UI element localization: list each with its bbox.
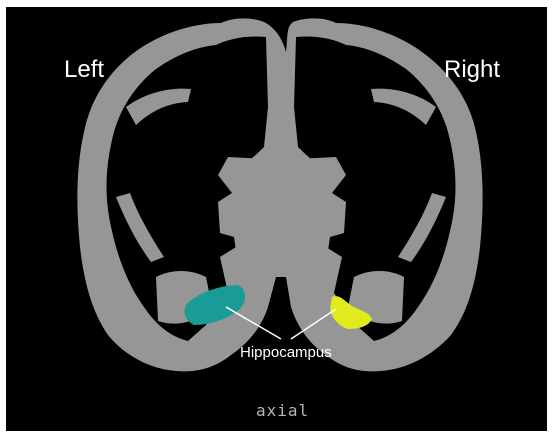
right-side-label: Right <box>444 58 500 82</box>
left-side-label: Left <box>64 58 104 82</box>
view-orientation-label: axial <box>256 403 309 419</box>
mri-slice-viewer: Left Right Hippocampus axial <box>6 7 547 431</box>
hippocampus-label: Hippocampus <box>240 345 332 360</box>
